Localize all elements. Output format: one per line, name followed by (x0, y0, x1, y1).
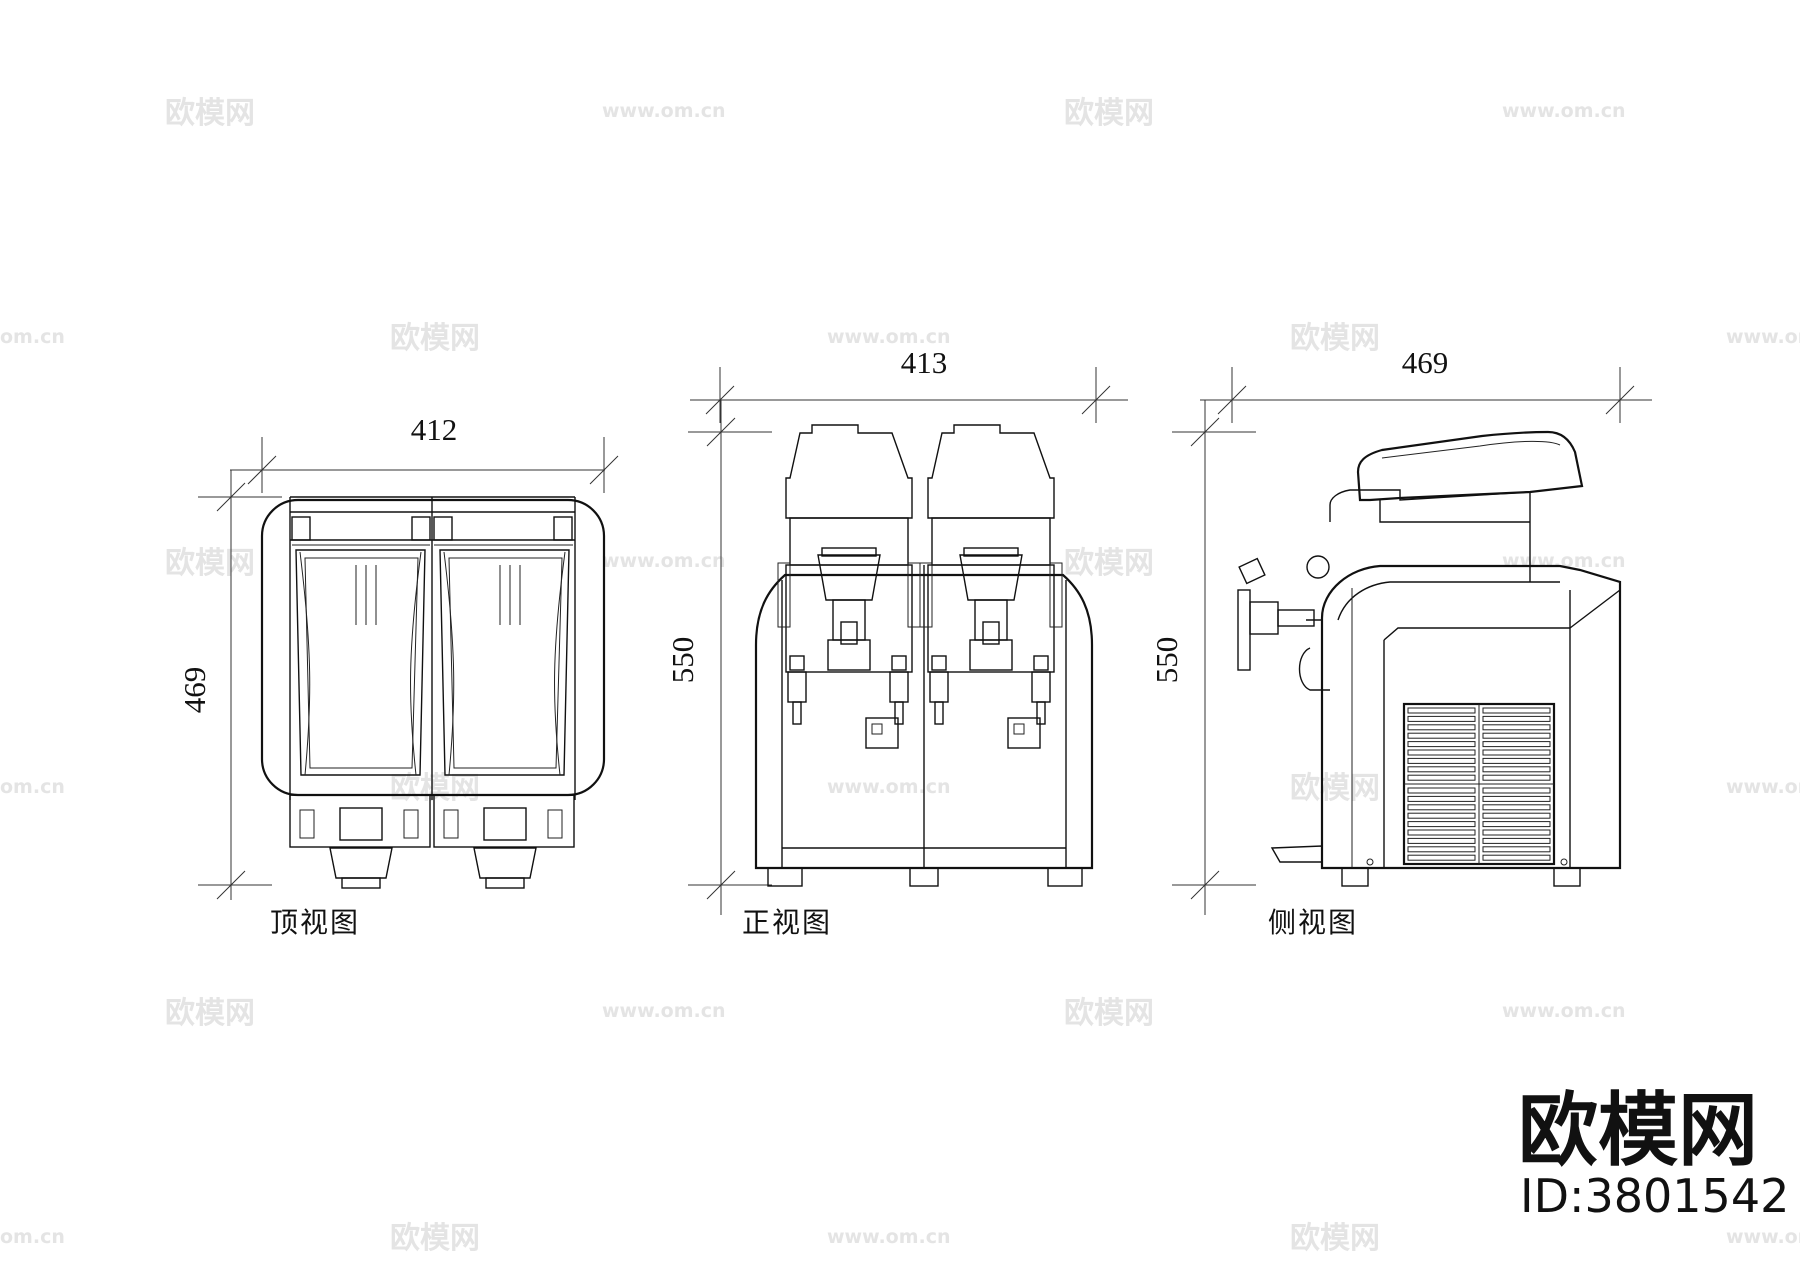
watermark-brand: 欧模网 (165, 996, 255, 1031)
front-view-unit-left (777, 424, 921, 749)
front-view-width-dimension: 413 (690, 345, 1128, 423)
side-view-depth-label: 469 (1402, 345, 1449, 380)
side-view: 469 550 (1149, 345, 1652, 939)
vent-slat (1407, 707, 1476, 714)
side-view-vent-grille (1402, 702, 1556, 866)
top-view-depth-dimension: 469 (177, 470, 282, 900)
side-view-body (1320, 564, 1622, 870)
vent-slat (1482, 854, 1551, 861)
side-view-depth-dimension: 469 (1200, 345, 1652, 423)
watermark-url: om.cn (0, 1226, 65, 1248)
front-view-width-label: 413 (901, 345, 948, 380)
vent-slat (1482, 749, 1551, 756)
watermark-brand: 欧模网 (1064, 546, 1154, 581)
watermark-layer: 欧模网 www.om.cn 欧模网 www.om.cn om.cn 欧模网 ww… (0, 96, 1800, 1256)
side-view-height-label: 550 (1149, 637, 1184, 684)
vent-slat (1407, 724, 1476, 731)
top-view-bowl-left (295, 549, 426, 776)
vent-slat (1482, 837, 1551, 844)
vent-slat (1482, 741, 1551, 748)
watermark-url: www.om.cn (1502, 1000, 1626, 1022)
top-view-tap-right (443, 807, 563, 889)
vent-slat (1407, 812, 1476, 819)
vent-slat (1482, 715, 1551, 722)
watermark-url: www.om.cn (602, 550, 726, 572)
vent-slat (1407, 715, 1476, 722)
brand-mark: 欧模网 ID:3801542 (1518, 1084, 1789, 1223)
vent-slat (1407, 766, 1476, 773)
vent-slat (1482, 766, 1551, 773)
front-view: 413 550 (665, 345, 1128, 939)
vent-slat (1482, 757, 1551, 764)
vent-slat (1482, 787, 1551, 794)
top-view-tap-left (299, 807, 419, 889)
vent-slat (1407, 741, 1476, 748)
vent-slat (1407, 837, 1476, 844)
vent-slat (1407, 787, 1476, 794)
brand-name: 欧模网 (1518, 1084, 1758, 1177)
watermark-url: om.cn (0, 776, 65, 798)
front-view-height-dimension: 550 (665, 400, 772, 915)
vent-slat (1482, 846, 1551, 853)
vent-slat (1407, 732, 1476, 739)
front-view-unit-right (919, 424, 1063, 749)
vent-slat (1407, 757, 1476, 764)
watermark-brand: 欧模网 (1064, 996, 1154, 1031)
top-view-label: 顶视图 (270, 906, 360, 939)
top-view-width-label: 412 (411, 412, 458, 447)
top-view-width-dimension: 412 (230, 412, 619, 493)
watermark-url: om.cn (0, 326, 65, 348)
side-view-drip-tray (1270, 845, 1323, 863)
machine-body (754, 573, 1094, 870)
side-view-height-dimension: 550 (1149, 400, 1256, 915)
vent-slat (1482, 732, 1551, 739)
watermark-url: www.om.cn (602, 1000, 726, 1022)
watermark-brand: 欧模网 (1290, 771, 1380, 806)
front-view-label: 正视图 (742, 906, 832, 939)
vent-slat (1482, 795, 1551, 802)
watermark-url: www.om.cn (1502, 550, 1626, 572)
side-view-lid (1356, 430, 1584, 502)
watermark-brand: 欧模网 (390, 771, 480, 806)
watermark-url: www.om.cn (1726, 1226, 1800, 1248)
vent-slat (1407, 854, 1476, 861)
vent-slat (1407, 795, 1476, 802)
watermark-url: www.om.cn (827, 1226, 951, 1248)
watermark-brand: 欧模网 (165, 546, 255, 581)
vent-slat (1482, 812, 1551, 819)
vent-slat (1407, 829, 1476, 836)
watermark-url: www.om.cn (1502, 100, 1626, 122)
vent-slat (1407, 804, 1476, 811)
vent-slat (1482, 804, 1551, 811)
front-view-height-label: 550 (665, 637, 700, 684)
watermark-url: www.om.cn (602, 100, 726, 122)
watermark-brand: 欧模网 (390, 1221, 480, 1256)
watermark-brand: 欧模网 (1290, 1221, 1380, 1256)
watermark-brand: 欧模网 (1290, 321, 1380, 356)
watermark-url: www.om.cn (827, 326, 951, 348)
watermark-url: www.om.cn (1726, 326, 1800, 348)
top-view-bowl-right (439, 549, 570, 776)
watermark-brand: 欧模网 (1064, 96, 1154, 131)
side-view-tap (1237, 555, 1330, 691)
vent-slat (1482, 724, 1551, 731)
side-view-label: 侧视图 (1268, 906, 1358, 939)
model-id: ID:3801542 (1520, 1169, 1789, 1223)
machine-outline (260, 498, 606, 797)
vent-slat (1407, 749, 1476, 756)
vent-slat (1407, 821, 1476, 828)
top-view: 412 469 (177, 412, 619, 939)
watermark-brand: 欧模网 (390, 321, 480, 356)
vent-slat (1482, 829, 1551, 836)
vent-slat (1407, 774, 1476, 781)
vent-slat (1482, 707, 1551, 714)
watermark-brand: 欧模网 (165, 96, 255, 131)
vent-slat (1407, 846, 1476, 853)
top-view-depth-label: 469 (177, 667, 212, 714)
vent-slat (1482, 774, 1551, 781)
vent-slat (1482, 821, 1551, 828)
watermark-url: www.om.cn (827, 776, 951, 798)
watermark-url: www.om.cn (1726, 776, 1800, 798)
